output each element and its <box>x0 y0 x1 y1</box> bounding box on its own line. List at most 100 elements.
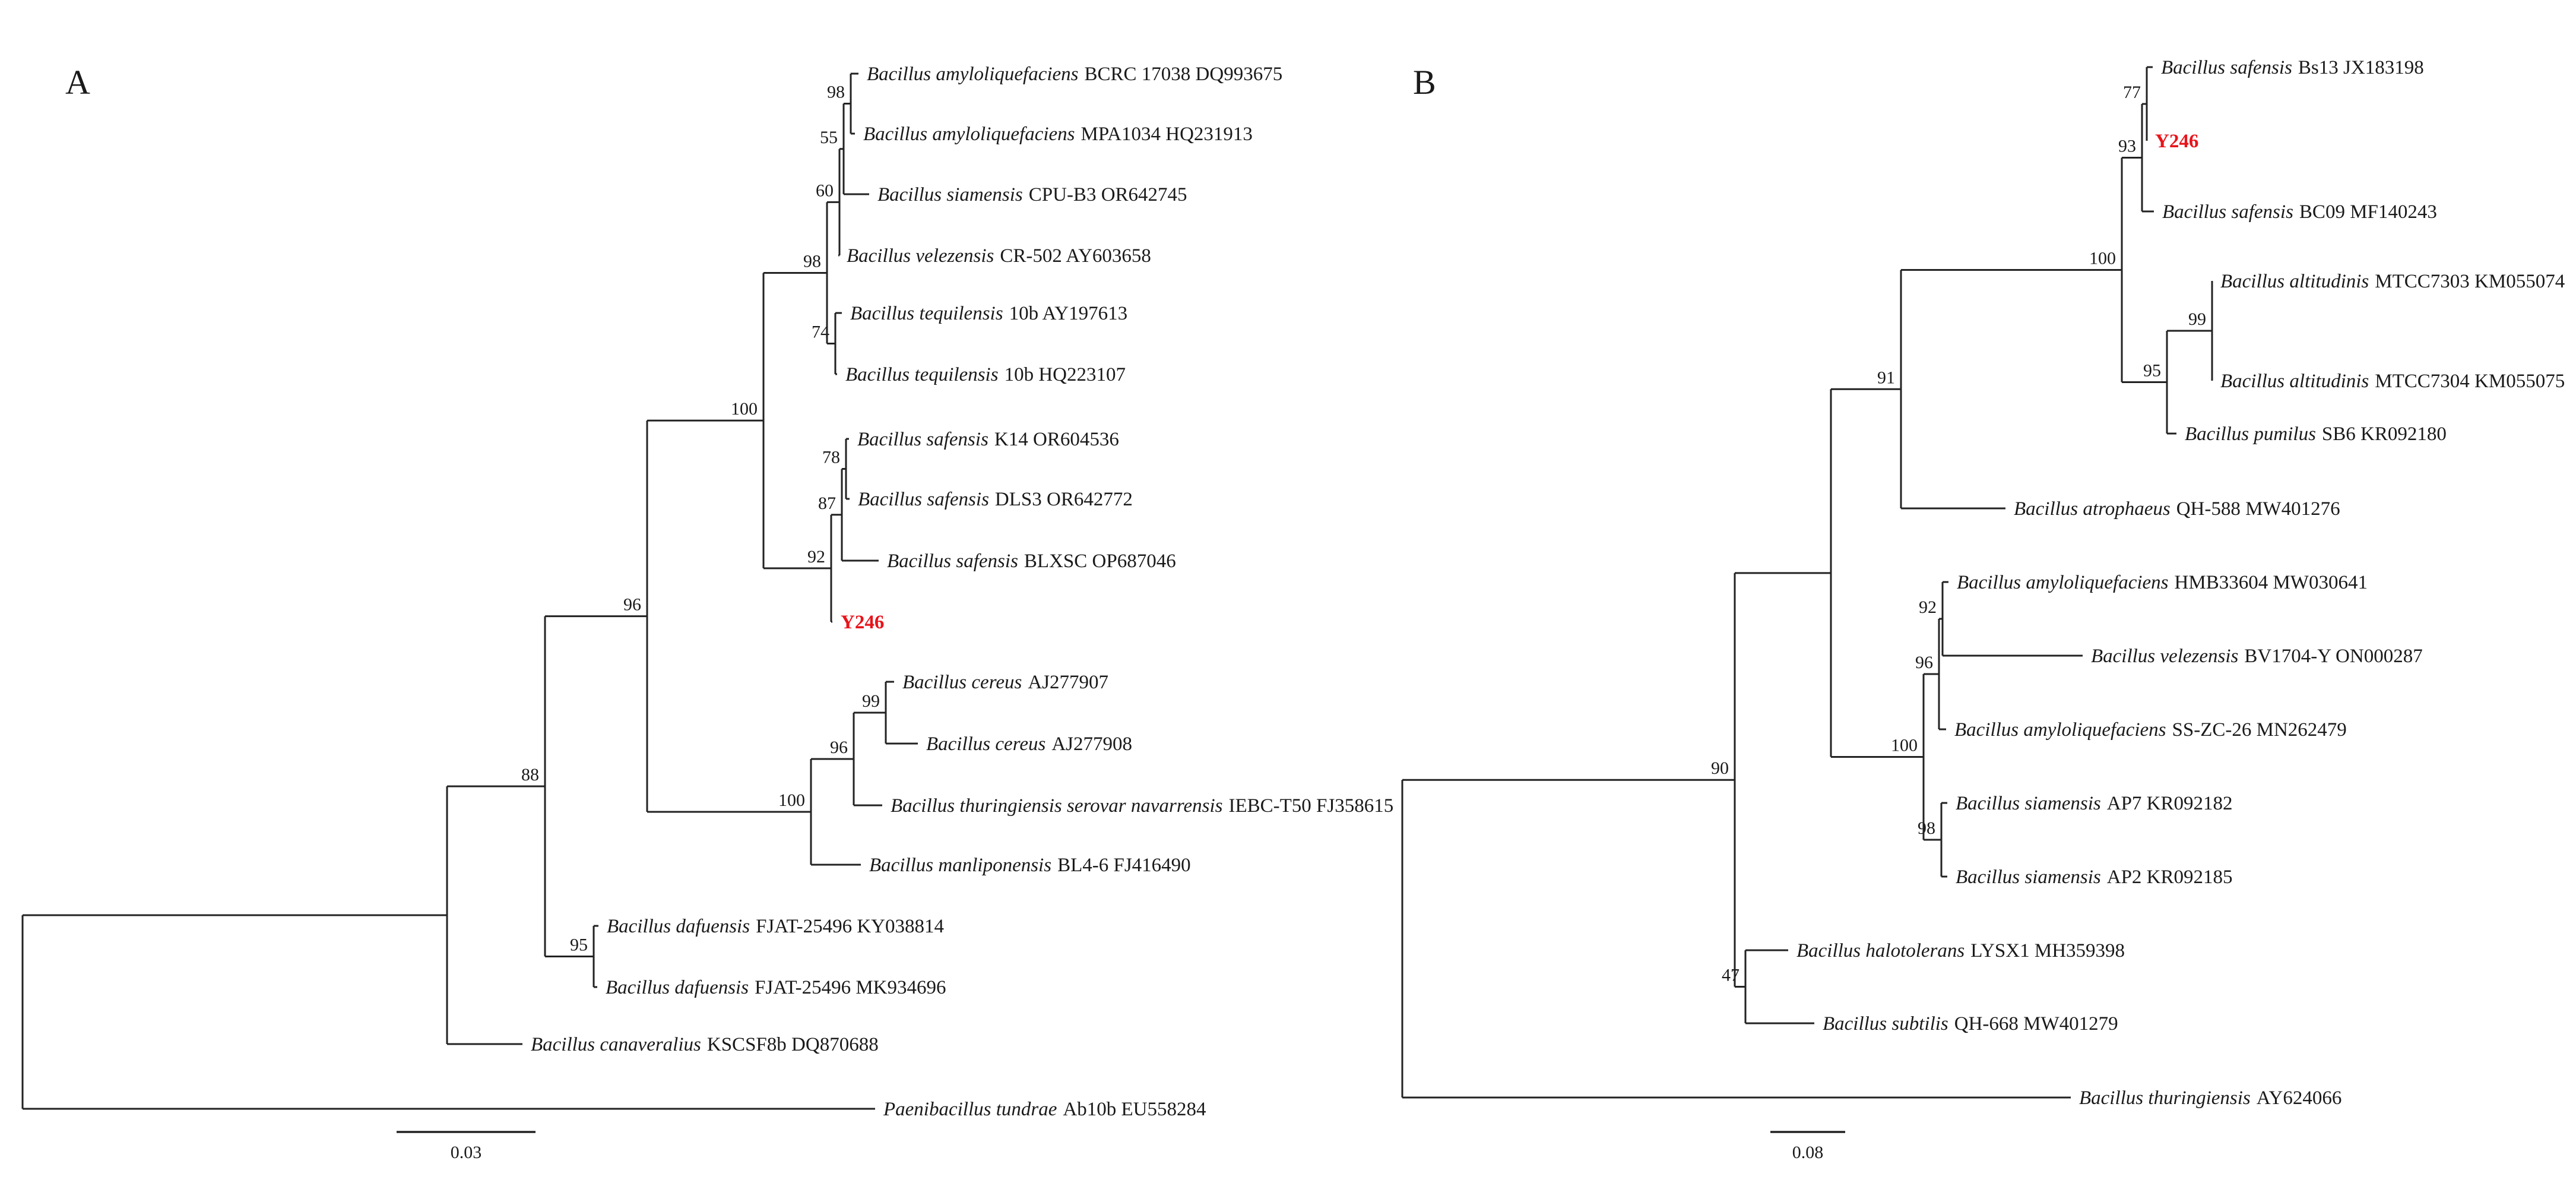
species-name: Bacillus altitudinis <box>2220 271 2369 292</box>
species-name: Bacillus siamensis <box>1956 866 2101 888</box>
species-name: Bacillus canaveralius <box>531 1034 701 1055</box>
strain-accession: AJ277907 <box>1028 672 1108 693</box>
bootstrap-value: 47 <box>1722 966 1739 985</box>
strain-accession: AJ277908 <box>1051 733 1132 755</box>
strain-accession: SS-ZC-26 MN262479 <box>2172 719 2347 741</box>
leaf-label: Bacillus safensis Bs13 JX183198 <box>2161 57 2424 78</box>
panel-label-A: A <box>65 63 90 102</box>
species-name: Bacillus subtilis <box>1823 1013 1948 1035</box>
strain-accession: KSCSF8b DQ870688 <box>707 1034 879 1055</box>
bootstrap-value: 91 <box>1877 368 1895 387</box>
bootstrap-value: 60 <box>816 181 834 200</box>
species-name: Bacillus pumilus <box>2185 423 2316 445</box>
strain-accession: LYSX1 MH359398 <box>1970 940 2125 962</box>
leaf-label: Bacillus velezensis CR-502 AY603658 <box>847 245 1151 267</box>
species-name: Bacillus siamensis <box>1956 793 2101 814</box>
bootstrap-value: 77 <box>2123 83 2141 102</box>
strain-accession: CPU-B3 OR642745 <box>1029 184 1187 205</box>
bootstrap-value: 100 <box>2089 249 2116 268</box>
species-name: Bacillus thuringiensis <box>2079 1087 2251 1109</box>
strain-accession: BL4-6 FJ416490 <box>1057 855 1191 876</box>
species-name: Bacillus safensis <box>887 551 1018 572</box>
bootstrap-value: 99 <box>862 691 880 711</box>
strain-accession: 10b HQ223107 <box>1005 364 1126 385</box>
bootstrap-value: 55 <box>820 128 838 147</box>
species-name: Bacillus atrophaeus <box>2014 498 2171 520</box>
species-name: Bacillus amyloliquefaciens <box>867 64 1079 85</box>
species-name: Bacillus safensis <box>857 429 988 450</box>
leaf-label: Bacillus safensis K14 OR604536 <box>857 429 1119 450</box>
leaf-label: Bacillus thuringiensis serovar navarrens… <box>891 795 1393 817</box>
bootstrap-value: 96 <box>830 738 848 757</box>
species-name: Bacillus amyloliquefaciens <box>863 124 1075 145</box>
leaf-label: Bacillus canaveralius KSCSF8b DQ870688 <box>531 1034 879 1055</box>
species-name: Bacillus cereus <box>926 733 1045 755</box>
species-name: Bacillus halotolerans <box>1796 940 1965 962</box>
leaf-label: Bacillus siamensis CPU-B3 OR642745 <box>877 184 1187 205</box>
species-name: Bacillus dafuensis <box>606 977 749 998</box>
leaf-label: Bacillus dafuensis FJAT-25496 MK934696 <box>606 977 946 998</box>
query-strain-label: Y246 <box>841 612 884 633</box>
strain-accession: MPA1034 HQ231913 <box>1081 124 1253 145</box>
strain-accession: CR-502 AY603658 <box>1000 245 1151 267</box>
strain-accession: QH-588 MW401276 <box>2176 498 2340 520</box>
leaf-label: Bacillus safensis BLXSC OP687046 <box>887 551 1176 572</box>
species-name: Bacillus cereus <box>902 672 1022 693</box>
panel-label-B: B <box>1413 63 1436 102</box>
strain-accession: FJAT-25496 MK934696 <box>755 977 946 998</box>
species-name: Bacillus safensis <box>2162 201 2293 223</box>
species-name: Bacillus velezensis <box>847 245 994 267</box>
species-name: Bacillus altitudinis <box>2220 371 2369 392</box>
bootstrap-value: 78 <box>822 448 840 467</box>
bootstrap-value: 100 <box>1891 736 1918 755</box>
strain-accession: IEBC-T50 FJ358615 <box>1228 795 1393 817</box>
species-name: Paenibacillus tundrae <box>883 1099 1057 1120</box>
leaf-label: Bacillus altitudinis MTCC7303 KM055074 <box>2220 271 2565 292</box>
bootstrap-value: 87 <box>818 494 836 513</box>
strain-accession: MTCC7304 KM055075 <box>2375 371 2565 392</box>
leaf-label: Bacillus cereus AJ277907 <box>902 672 1108 693</box>
leaf-label: Bacillus amyloliquefaciens MPA1034 HQ2319… <box>863 124 1253 145</box>
bootstrap-value: 92 <box>807 547 825 567</box>
leaf-label: Bacillus altitudinis MTCC7304 KM055075 <box>2220 371 2565 392</box>
species-name: Bacillus thuringiensis serovar navarrens… <box>891 795 1222 817</box>
species-name: Bacillus tequilensis <box>845 364 999 385</box>
bootstrap-value: 98 <box>1918 818 1935 838</box>
leaf-label: Bacillus tequilensis 10b HQ223107 <box>845 364 1126 385</box>
strain-accession: BLXSC OP687046 <box>1024 551 1176 572</box>
strain-accession: QH-668 MW401279 <box>1954 1013 2118 1035</box>
scale-bar-label: 0.03 <box>451 1143 482 1162</box>
leaf-label: Bacillus cereus AJ277908 <box>926 733 1132 755</box>
strain-accession: AP2 KR092185 <box>2107 866 2233 888</box>
bootstrap-value: 100 <box>731 399 758 419</box>
species-name: Bacillus safensis <box>2161 57 2292 78</box>
strain-accession: HMB33604 MW030641 <box>2175 572 2368 593</box>
bootstrap-value: 95 <box>2143 361 2161 381</box>
bootstrap-value: 98 <box>827 83 845 102</box>
leaf-label: Bacillus manliponensis BL4-6 FJ416490 <box>869 855 1191 876</box>
strain-accession: Bs13 JX183198 <box>2298 57 2424 78</box>
strain-accession: K14 OR604536 <box>994 429 1119 450</box>
species-name: Bacillus tequilensis <box>850 303 1003 324</box>
species-name: Bacillus manliponensis <box>869 855 1051 876</box>
bootstrap-value: 93 <box>2118 137 2136 156</box>
strain-accession: MTCC7303 KM055074 <box>2375 271 2565 292</box>
strain-accession: SB6 KR092180 <box>2322 423 2447 445</box>
species-name: Bacillus siamensis <box>877 184 1023 205</box>
bootstrap-value: 96 <box>1915 653 1933 672</box>
